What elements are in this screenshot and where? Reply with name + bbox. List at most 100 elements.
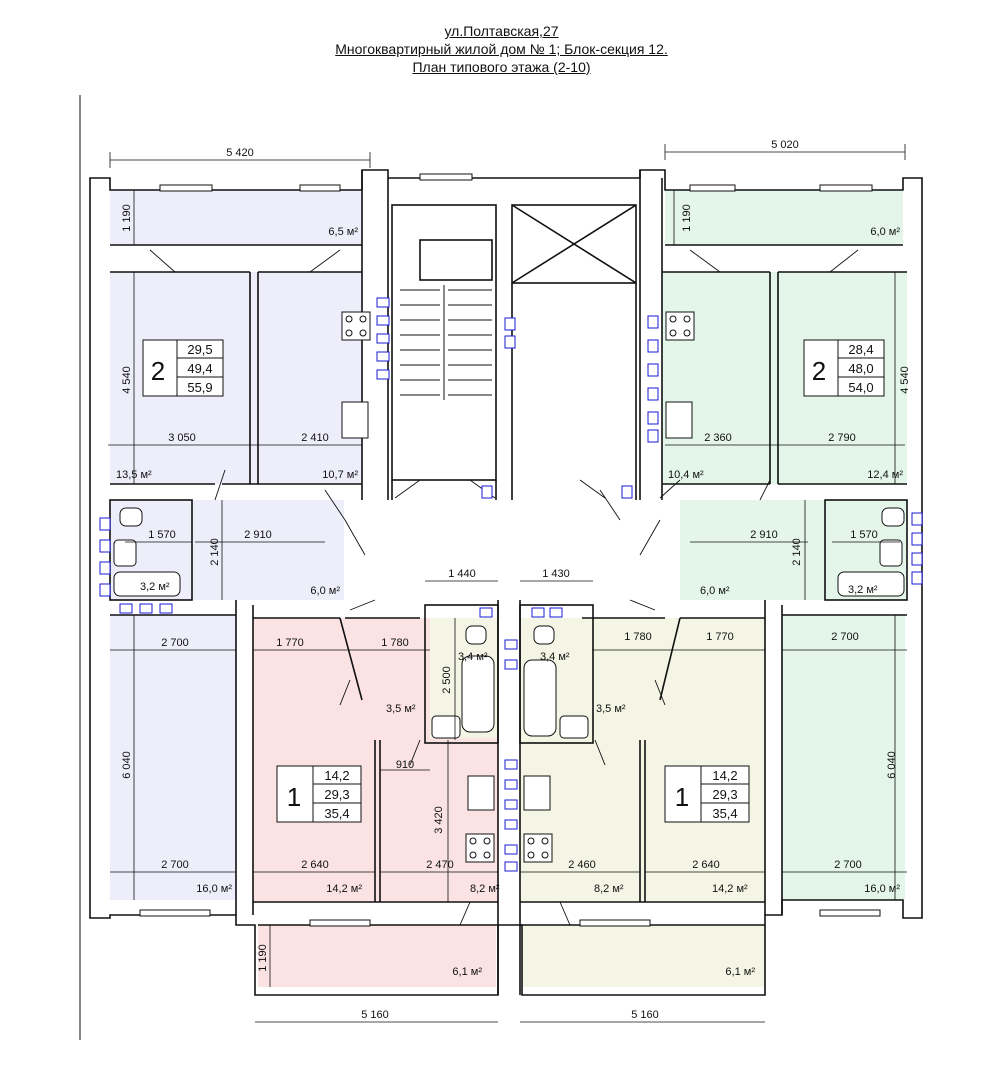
sink-icon <box>879 539 903 567</box>
area-tl-bath: 3,2 м² <box>140 581 170 593</box>
dim-tr-depth: 4 540 <box>899 366 911 394</box>
apartment-br-box: 1 14,2 29,3 35,4 <box>664 765 750 823</box>
sink-icon <box>665 401 693 439</box>
dim-bm-910: 910 <box>396 759 414 771</box>
fill-tr-balcony <box>665 190 903 245</box>
toilet-icon <box>119 507 143 527</box>
apt-tl-usable: 49,4 <box>187 361 212 376</box>
stair-box <box>391 204 497 481</box>
dim-bm-left-a: 1 770 <box>276 637 304 649</box>
dim-bl-big-d: 6 040 <box>121 751 133 779</box>
apt-tr-usable: 48,0 <box>848 361 873 376</box>
dim-tl-hall-w: 2 910 <box>244 529 272 541</box>
area-tr-kitchen: 10,4 м² <box>668 469 704 481</box>
area-tl-balcony: 6,5 м² <box>328 226 358 238</box>
walls <box>79 95 923 1040</box>
area-tl-hall: 6,0 м² <box>310 585 340 597</box>
apt-tl-rooms: 2 <box>151 356 165 386</box>
stove-icon <box>665 311 695 341</box>
fill-br-balcony <box>522 925 765 987</box>
title-address: ул.Полтавская,27 <box>444 23 559 39</box>
dim-tr-hall-d: 2 140 <box>791 538 803 566</box>
area-bl-room-big: 16,0 м² <box>196 883 232 895</box>
dim-tl-depth: 4 540 <box>121 366 133 394</box>
area-bl-room: 14,2 м² <box>326 883 362 895</box>
area-tr-room: 12,4 м² <box>867 469 903 481</box>
sink-icon <box>467 775 495 811</box>
dim-bm-left-b: 1 780 <box>381 637 409 649</box>
bathtub-icon <box>461 655 495 733</box>
door-swings <box>149 249 859 926</box>
dim-bottom-right: 5 160 <box>631 1009 659 1021</box>
c-bath-r-wall <box>519 604 594 744</box>
stove-icon <box>523 833 553 863</box>
fill-bl-big-room <box>110 615 236 900</box>
sink-icon <box>523 775 551 811</box>
riser-markers <box>99 297 923 872</box>
elevator-shaft-x <box>511 204 637 284</box>
elevator-box <box>511 204 637 284</box>
area-br-hall: 3,5 м² <box>596 703 626 715</box>
area-labels: 6,5 м² 6,0 м² 13,5 м² 10,7 м² 10,4 м² 12… <box>116 226 903 978</box>
bathtub-icon <box>523 659 557 737</box>
dim-bl-big-w2: 2 700 <box>161 859 189 871</box>
dim-bm-right-kitchen: 2 460 <box>568 859 596 871</box>
stove-icon <box>465 833 495 863</box>
dim-bottom-left: 5 160 <box>361 1009 389 1021</box>
dim-tl-hall-d: 2 140 <box>209 538 221 566</box>
br-big-room-walls <box>764 600 907 915</box>
apt-tl-living: 29,5 <box>187 342 212 357</box>
dim-bl-big-w: 2 700 <box>161 637 189 649</box>
c-bath-l-wall <box>424 604 499 744</box>
dim-bm-left-kitchen: 2 470 <box>426 859 454 871</box>
area-tr-hall: 6,0 м² <box>700 585 730 597</box>
sink-icon <box>113 539 137 567</box>
kitchen-partitions <box>374 740 646 902</box>
area-bl-hall: 3,5 м² <box>386 703 416 715</box>
title-building: Многоквартирный жилой дом № 1; Блок-секц… <box>335 41 668 57</box>
area-tr-bath: 3,2 м² <box>848 584 878 596</box>
tr-bath-wall <box>824 499 908 601</box>
fill-br-big-room <box>782 615 905 900</box>
toilet-icon <box>465 625 487 645</box>
area-bl-balcony: 6,1 м² <box>452 966 482 978</box>
apartment-bl-box: 1 14,2 29,3 35,4 <box>276 765 362 823</box>
apt-br-rooms: 1 <box>675 782 689 812</box>
dim-c-bath-r: 1 430 <box>542 568 570 580</box>
dim-tr-balcony: 1 190 <box>681 204 693 232</box>
core-inner-walls <box>391 283 637 500</box>
dim-br-big-w: 2 700 <box>831 631 859 643</box>
area-c-bath-r: 3,4 м² <box>540 651 570 663</box>
area-tl-room: 13,5 м² <box>116 469 152 481</box>
left-grid-line <box>79 95 91 1040</box>
apt-bl-total: 35,4 <box>324 806 349 821</box>
center-shaft-walls <box>497 600 521 995</box>
dim-c-bath-d: 2 500 <box>441 666 453 694</box>
dim-tl-room-b: 2 410 <box>301 432 329 444</box>
outer-wall <box>89 169 923 996</box>
dim-bl-balcony: 1 190 <box>257 944 269 972</box>
toilet-icon <box>881 507 905 527</box>
dim-bm-left-room: 2 640 <box>301 859 329 871</box>
sink-icon <box>341 401 369 439</box>
dim-bm-right-b: 1 770 <box>706 631 734 643</box>
dim-bm-right-a: 1 780 <box>624 631 652 643</box>
apt-bl-living: 14,2 <box>324 768 349 783</box>
dimension-lines <box>108 144 907 1023</box>
dim-c-bath-l: 1 440 <box>448 568 476 580</box>
apt-bl-usable: 29,3 <box>324 787 349 802</box>
dim-tl-bath: 1 570 <box>148 529 176 541</box>
dim-top-right: 5 020 <box>771 139 799 151</box>
apt-tr-rooms: 2 <box>812 356 826 386</box>
dim-tr-room-a: 2 360 <box>704 432 732 444</box>
sink-icon <box>559 715 589 739</box>
stair-landing <box>419 239 493 281</box>
fill-bl-balcony <box>258 925 496 987</box>
dim-br-big-d: 6 040 <box>886 751 898 779</box>
dim-tl-room-a: 3 050 <box>168 432 196 444</box>
area-br-kitchen: 8,2 м² <box>594 883 624 895</box>
fill-br-1room <box>520 618 765 902</box>
area-br-room: 14,2 м² <box>712 883 748 895</box>
area-tl-kitchen: 10,7 м² <box>322 469 358 481</box>
title-floor: План типового этажа (2-10) <box>412 59 591 75</box>
